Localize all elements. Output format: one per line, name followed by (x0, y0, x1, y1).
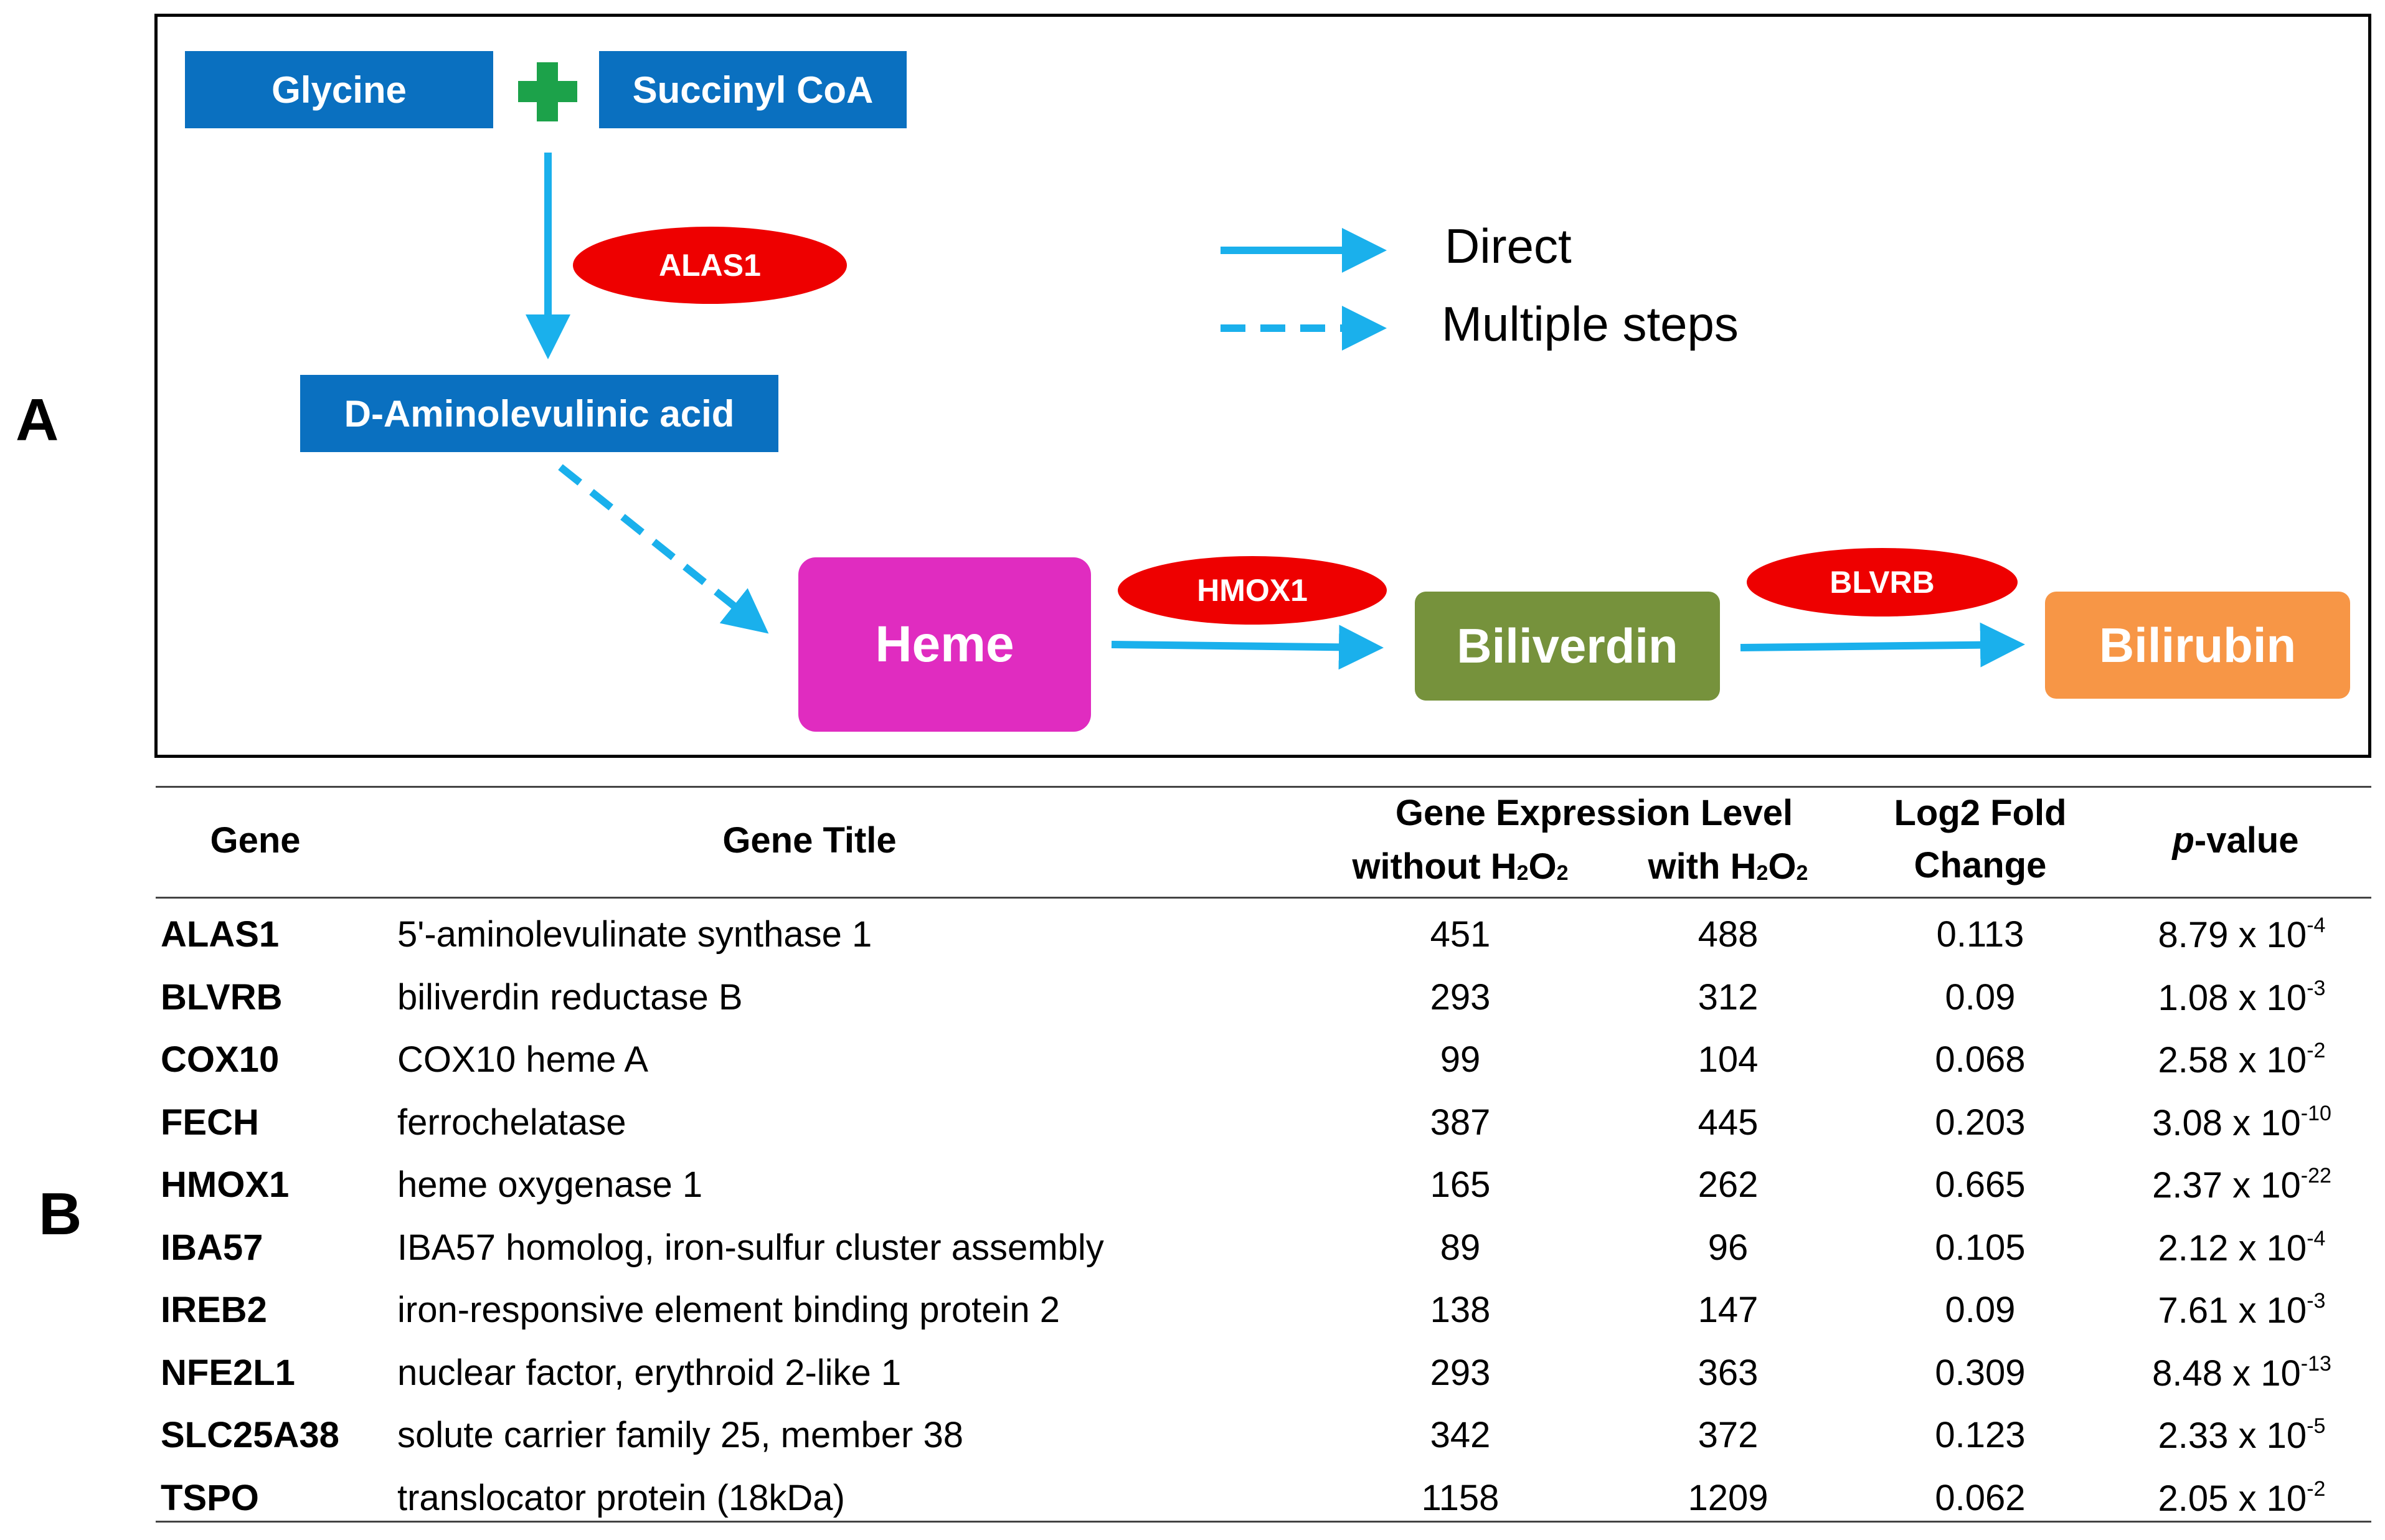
cell-p-value: 8.79 x 10-4 (2158, 914, 2326, 955)
cell-expression-without: 293 (1430, 976, 1491, 1018)
cell-p-value: 2.58 x 10-2 (2158, 1039, 2326, 1080)
cell-gene-title: COX10 heme A (397, 1039, 648, 1080)
cell-log2-fold-change: 0.09 (1945, 976, 2016, 1018)
cell-gene-title: IBA57 homolog, iron-sulfur cluster assem… (397, 1227, 1104, 1268)
cell-gene-title: nuclear factor, erythroid 2-like 1 (397, 1352, 902, 1393)
cell-expression-without: 138 (1430, 1290, 1491, 1330)
cell-gene: TSPO (161, 1477, 259, 1518)
cell-gene: ALAS1 (161, 914, 280, 955)
cell-expression-with: 1209 (1688, 1477, 1769, 1518)
table-top-rule (156, 786, 2371, 788)
cell-gene: BLVRB (161, 976, 283, 1018)
cell-gene: COX10 (161, 1039, 280, 1080)
succinyl-coa-box: Succinyl CoA (599, 51, 907, 128)
cell-expression-without: 1158 (1421, 1477, 1499, 1518)
cell-expression-with: 363 (1698, 1352, 1759, 1393)
arrow-ala-to-heme (558, 464, 769, 634)
cell-expression-without: 342 (1430, 1415, 1491, 1455)
cell-gene-title: biliverdin reductase B (397, 976, 743, 1018)
header-p-value: p-value (2172, 820, 2299, 861)
cell-expression-without: 387 (1430, 1102, 1491, 1143)
cell-gene: IBA57 (161, 1227, 263, 1268)
cell-p-value: 3.08 x 10-10 (2152, 1101, 2331, 1143)
legend-multiple-label: Multiple steps (1442, 296, 1739, 351)
cell-gene: HMOX1 (161, 1164, 290, 1205)
cell-gene-title: heme oxygenase 1 (397, 1164, 703, 1205)
glycine-box: Glycine (185, 51, 493, 128)
cell-expression-without: 89 (1440, 1227, 1481, 1268)
table-header-rule (156, 897, 2371, 899)
bilirubin-box: Bilirubin (2045, 592, 2350, 699)
plus-icon (518, 62, 577, 121)
cell-log2-fold-change: 0.09 (1945, 1290, 2016, 1330)
cell-expression-without: 165 (1430, 1164, 1491, 1205)
cell-expression-with: 488 (1698, 914, 1759, 955)
cell-expression-with: 96 (1707, 1227, 1749, 1268)
cell-expression-without: 293 (1430, 1352, 1491, 1393)
cell-gene: SLC25A38 (161, 1415, 339, 1455)
cell-gene-title: ferrochelatase (397, 1102, 626, 1143)
panel-label-b: B (39, 1181, 82, 1247)
cell-gene: FECH (161, 1102, 259, 1143)
cell-p-value: 2.33 x 10-5 (2158, 1414, 2326, 1456)
cell-p-value: 2.37 x 10-22 (2152, 1164, 2331, 1206)
cell-p-value: 8.48 x 10-13 (2152, 1351, 2331, 1394)
cell-log2-fold-change: 0.113 (1936, 914, 2024, 955)
enzyme-blvrb: BLVRB (1747, 548, 2018, 616)
cell-p-value: 7.61 x 10-3 (2158, 1289, 2326, 1331)
legend-direct-label: Direct (1445, 219, 1572, 273)
cell-log2-fold-change: 0.123 (1935, 1415, 2026, 1455)
cell-p-value: 2.12 x 10-4 (2158, 1226, 2326, 1268)
cell-expression-with: 262 (1698, 1164, 1759, 1205)
cell-log2-fold-change: 0.309 (1935, 1352, 2026, 1393)
cell-gene-title: translocator protein (18kDa) (397, 1477, 845, 1518)
cell-p-value: 1.08 x 10-3 (2158, 976, 2326, 1018)
arrow-heme-to-biliverdin (1111, 625, 1384, 670)
cell-expression-without: 451 (1430, 914, 1491, 955)
cell-gene: IREB2 (161, 1290, 267, 1330)
cell-gene-title: 5'-aminolevulinate synthase 1 (397, 914, 872, 955)
cell-gene-title: solute carrier family 25, member 38 (397, 1415, 963, 1455)
biliverdin-box: Biliverdin (1415, 592, 1720, 701)
cell-expression-with: 372 (1698, 1415, 1759, 1455)
cell-log2-fold-change: 0.068 (1935, 1039, 2026, 1080)
cell-expression-with: 104 (1698, 1039, 1759, 1080)
cell-gene-title: iron-responsive element binding protein … (397, 1290, 1060, 1330)
cell-expression-without: 99 (1440, 1039, 1481, 1080)
pathway-arrows (518, 62, 2025, 670)
arrow-biliverdin-to-bilirubin (1740, 622, 2025, 668)
panel-label-a: A (16, 387, 59, 453)
header-expression: Gene Expression Level (1395, 793, 1793, 833)
header-log2-fold-change: Log2 Fold Change (1894, 793, 2067, 886)
header-without-h2o2: without H2O2 (1352, 846, 1569, 887)
header-gene: Gene (210, 820, 301, 861)
cell-expression-with: 147 (1698, 1290, 1759, 1330)
aminolevulinic-acid-box: D-Aminolevulinic acid (300, 375, 778, 452)
cell-log2-fold-change: 0.665 (1935, 1164, 2026, 1205)
cell-p-value: 2.05 x 10-2 (2158, 1476, 2326, 1519)
cell-expression-with: 445 (1698, 1102, 1759, 1143)
pathway-panel (154, 14, 2371, 758)
enzyme-alas1: ALAS1 (573, 227, 847, 304)
cell-log2-fold-change: 0.062 (1935, 1477, 2026, 1518)
cell-log2-fold-change: 0.203 (1935, 1102, 2026, 1143)
heme-box: Heme (798, 557, 1091, 732)
header-gene-title: Gene Title (722, 820, 897, 861)
cell-gene: NFE2L1 (161, 1352, 295, 1393)
enzyme-hmox1: HMOX1 (1118, 556, 1387, 625)
header-with-h2o2: with H2O2 (1648, 846, 1808, 887)
cell-log2-fold-change: 0.105 (1935, 1227, 2026, 1268)
table-bottom-rule (156, 1521, 2371, 1523)
cell-expression-with: 312 (1698, 976, 1759, 1018)
